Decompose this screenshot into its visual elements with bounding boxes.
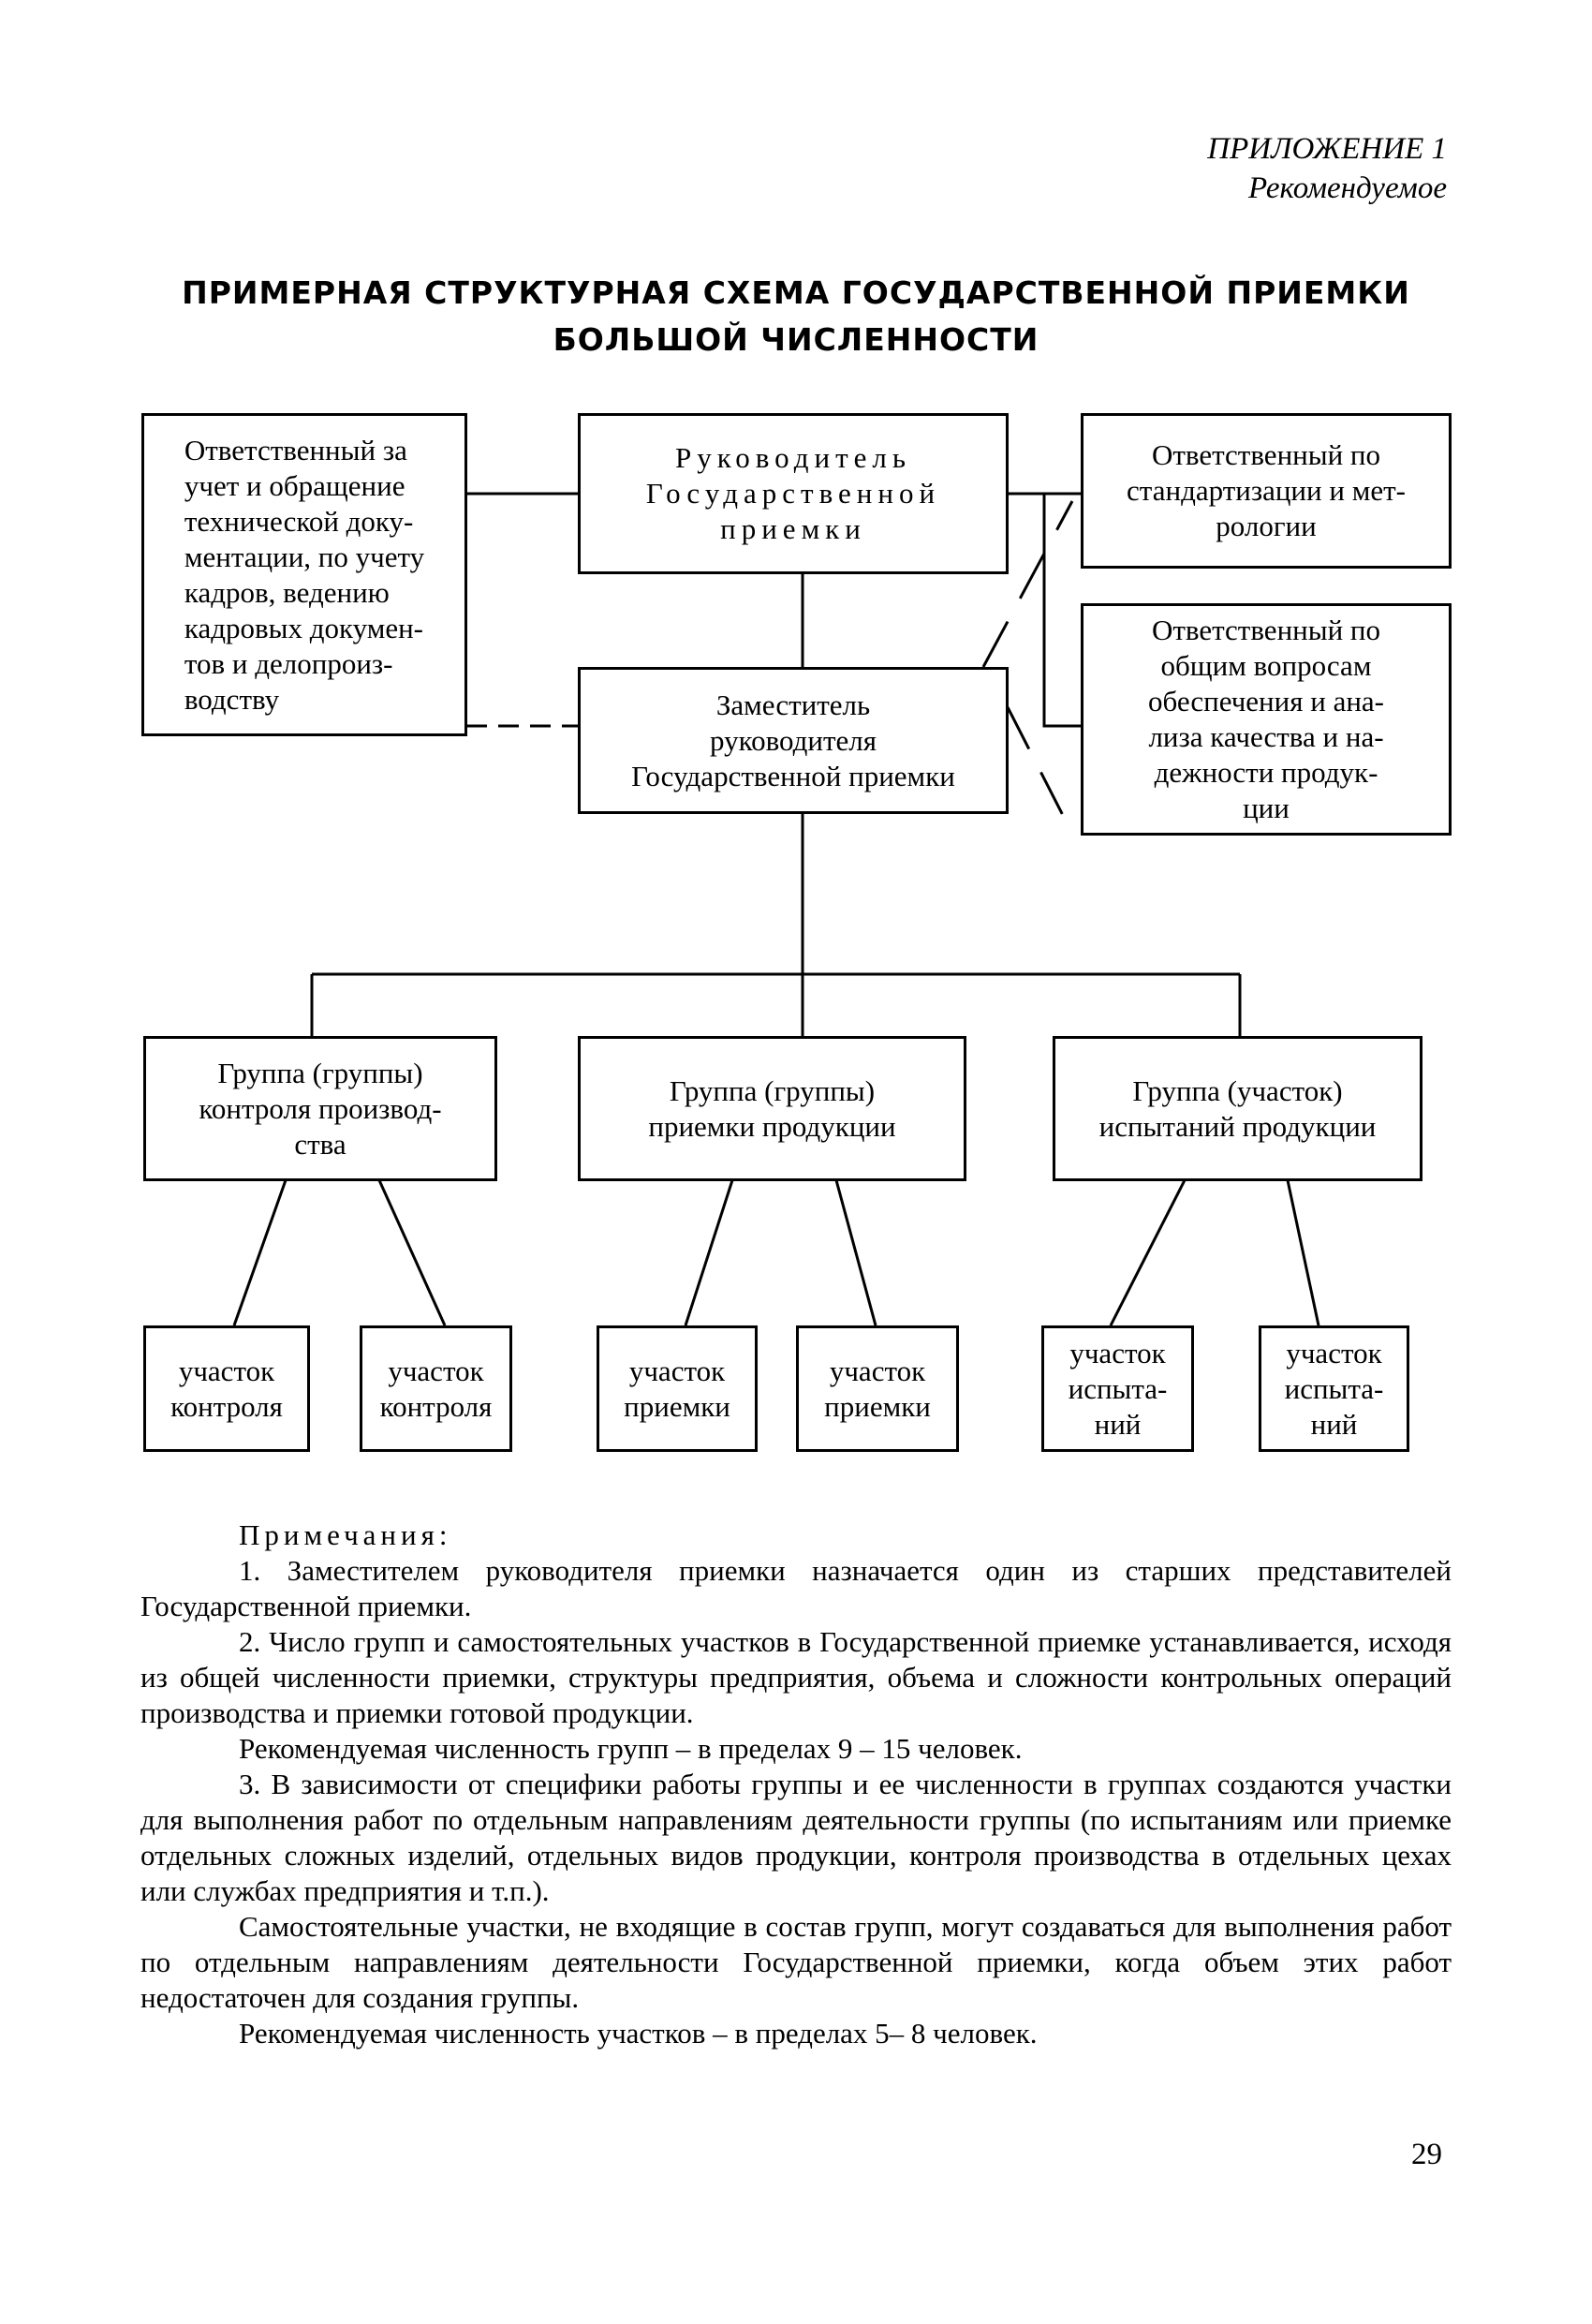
appendix-label: ПРИЛОЖЕНИЕ 1 (1207, 132, 1447, 166)
box-standards-officer-text: Ответственный по стандартизации и мет- р… (1127, 438, 1406, 542)
box-section-control-1-text: участок контроля (170, 1354, 283, 1423)
title-line-2: БОЛЬШОЙ ЧИСЛЕННОСТИ (553, 321, 1039, 358)
box-group-production-control-text: Группа (группы) контроля производ- ства (199, 1056, 442, 1161)
box-section-acceptance-2-text: участок приемки (824, 1354, 931, 1423)
box-quality-officer: Ответственный по общим вопросам обеспече… (1081, 603, 1452, 836)
box-head-of-acceptance-text: Руководитель Государственной приемки (645, 441, 941, 545)
connector-accept-section-1 (684, 1179, 734, 1326)
appendix-status: Рекомендуемое (1247, 171, 1447, 205)
box-group-product-testing: Группа (участок) испытаний продукции (1053, 1036, 1422, 1181)
connector-accept-section-2 (834, 1179, 877, 1326)
org-chart-connectors (232, 492, 1320, 1326)
box-section-acceptance-2: участок приемки (796, 1325, 959, 1452)
connector-test-section-2 (1286, 1179, 1320, 1326)
box-deputy-head: Заместитель руководителя Государственной… (578, 667, 1009, 814)
box-documentation-officer: Ответственный за учет и обращение технич… (141, 413, 467, 736)
notes-section: Примечания: 1. Заместителем руководителя… (140, 1517, 1452, 2051)
box-section-acceptance-1-text: участок приемки (624, 1354, 730, 1423)
connector-deputy-standards-dash (981, 500, 1074, 668)
box-section-control-1: участок контроля (143, 1325, 310, 1452)
box-group-product-acceptance-text: Группа (группы) приемки продукции (648, 1073, 896, 1143)
box-quality-officer-text: Ответственный по общим вопросам обеспече… (1147, 614, 1385, 824)
box-section-testing-2-text: участок испыта- ний (1284, 1336, 1384, 1441)
note-item: 3. В зависимости от специфики работы гру… (140, 1768, 1452, 1907)
connector-test-section-1 (1109, 1179, 1187, 1326)
connector-control-section-1 (232, 1179, 287, 1326)
note-item: Самостоятельные участки, не входящие в с… (140, 1910, 1452, 2014)
box-section-testing-2: участок испыта- ний (1259, 1325, 1409, 1452)
note-item: Рекомендуемая численность групп – в пред… (239, 1732, 1023, 1765)
box-section-control-2-text: участок контроля (379, 1354, 493, 1423)
box-standards-officer: Ответственный по стандартизации и мет- р… (1081, 413, 1452, 569)
box-section-acceptance-1: участок приемки (597, 1325, 758, 1452)
box-section-control-2: участок контроля (360, 1325, 512, 1452)
appendix-header: ПРИЛОЖЕНИЕ 1 Рекомендуемое (1207, 129, 1447, 208)
note-item: 1. Заместителем руководителя приемки наз… (140, 1554, 1452, 1622)
connector-head-quality (1042, 494, 1081, 728)
notes-heading: Примечания: (239, 1518, 452, 1551)
title-line-1: ПРИМЕРНАЯ СТРУКТУРНАЯ СХЕМА ГОСУДАРСТВЕН… (182, 274, 1410, 311)
box-head-of-acceptance: Руководитель Государственной приемки (578, 413, 1009, 574)
connector-control-section-2 (377, 1179, 447, 1326)
box-group-production-control: Группа (группы) контроля производ- ства (143, 1036, 497, 1181)
box-section-testing-1-text: участок испыта- ний (1068, 1336, 1168, 1441)
page-number: 29 (1411, 2138, 1442, 2171)
note-item: 2. Число групп и самостоятельных участко… (140, 1625, 1452, 1729)
page-title: ПРИМЕРНАЯ СТРУКТУРНАЯ СХЕМА ГОСУДАРСТВЕН… (140, 270, 1452, 363)
connector-deputy-quality-dash (1006, 706, 1074, 835)
note-item: Рекомендуемая численность участков – в п… (239, 2017, 1038, 2050)
box-group-product-acceptance: Группа (группы) приемки продукции (578, 1036, 966, 1181)
box-documentation-officer-text: Ответственный за учет и обращение технич… (184, 433, 425, 716)
box-section-testing-1: участок испыта- ний (1041, 1325, 1194, 1452)
box-deputy-head-text: Заместитель руководителя Государственной… (631, 688, 955, 792)
box-group-product-testing-text: Группа (участок) испытаний продукции (1098, 1073, 1377, 1143)
